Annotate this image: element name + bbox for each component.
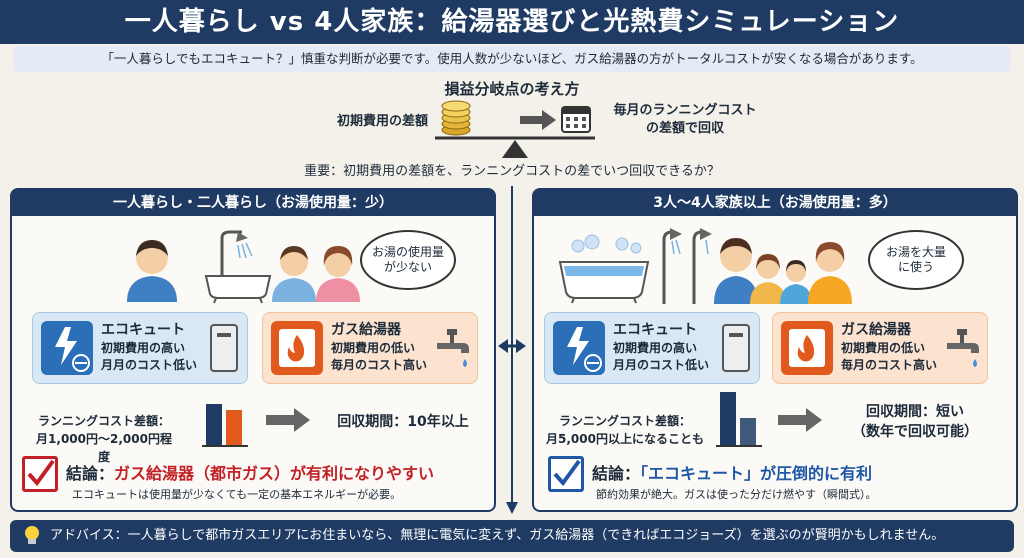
breakeven-title: 損益分岐点の考え方 <box>444 80 580 98</box>
thought-bubble: お湯の使用量が少ない <box>360 230 456 290</box>
monthly-cost-line2: の差額で回収 <box>645 121 724 136</box>
full-bathtub-icon <box>558 234 650 304</box>
panel-header: 3人〜4人家族以上（お湯使用量：多） <box>534 190 1016 216</box>
seesaw-icon <box>435 136 595 158</box>
single-household-panel: 一人暮らし・二人暮らし（お湯使用量：少） お湯の使用量が少ない エコキュート 初… <box>10 188 496 512</box>
center-divider <box>498 186 526 514</box>
cost-bar-chart-icon <box>716 392 762 447</box>
ecocute-desc1: 初期費用の高い <box>101 341 186 355</box>
check-icon <box>22 456 58 492</box>
ecocute-desc1: 初期費用の高い <box>613 341 698 355</box>
bathtub-shower-icon <box>204 230 272 304</box>
ecocute-name: エコキュート <box>101 322 185 338</box>
running-cost-line2: 月5,000円以上になることも <box>546 432 704 446</box>
running-cost-line2: 月1,000円〜2,000円程度 <box>36 432 172 464</box>
ecocute-icon <box>41 321 93 375</box>
couple-icon <box>272 246 360 302</box>
panel-header: 一人暮らし・二人暮らし（お湯使用量：少） <box>12 190 494 216</box>
gas-heater-desc: 初期費用の低い毎月のコスト高い <box>331 340 427 374</box>
calendar-icon <box>561 106 591 133</box>
ecocute-card: エコキュート 初期費用の高い月月のコスト低い <box>544 312 760 384</box>
running-cost-diff: ランニングコスト差額： 月1,000円〜2,000円程度 <box>34 412 174 466</box>
intro-text: 「一人暮らしでもエコキュート？」慎重な判断が必要です。使用人数が少ないほど、ガス… <box>14 46 1010 72</box>
conclusion-value: ガス給湯器（都市ガス）が有利になりやすい <box>114 464 435 483</box>
flame-icon <box>781 321 833 375</box>
gas-heater-desc2: 毎月のコスト高い <box>841 358 938 372</box>
person-icon <box>127 240 177 302</box>
gas-heater-name: ガス給湯器 <box>841 322 911 338</box>
gas-heater-desc2: 毎月のコスト高い <box>331 358 428 372</box>
monthly-cost-diff-label: 毎月のランニングコスト の差額で回収 <box>600 102 770 138</box>
arrow-right-icon <box>266 408 310 432</box>
payback-period: 回収期間：10年以上 <box>337 414 469 430</box>
bubble-line2: に使う <box>897 260 934 274</box>
conclusion-detail: エコキュートは使用量が少なくても一定の基本エネルギーが必要。 <box>72 488 402 501</box>
thought-bubble: お湯を大量に使う <box>868 230 964 290</box>
arrow-right-icon <box>520 110 556 130</box>
conclusion-value: 「エコキュート」が圧倒的に有利 <box>640 464 873 483</box>
conclusion: 結論：ガス給湯器（都市ガス）が有利になりやすい <box>66 460 434 484</box>
bubble-line1: お湯の使用量 <box>371 245 444 259</box>
arrow-right-icon <box>778 408 822 432</box>
advice-bar: アドバイス：一人暮らしで都市ガスエリアにお住まいなら、無理に電気に変えず、ガス給… <box>10 520 1014 552</box>
ecocute-desc: 初期費用の高い月月のコスト低い <box>101 340 197 374</box>
water-heater-unit-icon <box>722 324 750 372</box>
page-title: 一人暮らし vs 4人家族：給湯器選びと光熱費シミュレーション <box>0 0 1024 44</box>
conclusion-label: 結論： <box>592 464 641 483</box>
faucet-icon <box>437 329 469 367</box>
bubble-line1: お湯を大量 <box>885 245 946 259</box>
gas-heater-desc1: 初期費用の低い <box>841 341 926 355</box>
coins-icon <box>441 100 471 136</box>
breakeven-note: 重要：初期費用の差額を、ランニングコストの差でいつ回収できるか？ <box>304 164 720 179</box>
running-cost-line1: ランニングコスト差額： <box>37 414 170 428</box>
family-icon <box>714 238 852 304</box>
ecocute-desc: 初期費用の高い月月のコスト低い <box>613 340 709 374</box>
running-cost-line1: ランニングコスト差額： <box>558 414 691 428</box>
payback-line2: （数年で回収可能） <box>852 424 978 440</box>
conclusion: 結論：「エコキュート」が圧倒的に有利 <box>592 460 872 484</box>
cost-bar-chart-icon <box>202 404 248 447</box>
water-heater-unit-icon <box>210 324 238 372</box>
conclusion-label: 結論： <box>66 464 115 483</box>
ecocute-card: エコキュート 初期費用の高い月月のコスト低い <box>32 312 248 384</box>
initial-cost-diff-label: 初期費用の差額 <box>336 114 428 129</box>
ecocute-desc2: 月月のコスト低い <box>101 358 198 372</box>
lightbulb-icon <box>25 526 39 544</box>
payback-period: 回収期間：短い （数年で回収可能） <box>830 402 1000 442</box>
ecocute-desc2: 月月のコスト低い <box>613 358 710 372</box>
check-icon <box>548 456 584 492</box>
conclusion-detail: 節約効果が絶大。ガスは使った分だけ燃やす（瞬間式）。 <box>596 488 877 501</box>
flame-icon <box>271 321 323 375</box>
advice-text: アドバイス：一人暮らしで都市ガスエリアにお住まいなら、無理に電気に変えず、ガス給… <box>50 528 945 543</box>
monthly-cost-line1: 毎月のランニングコスト <box>613 103 757 118</box>
payback-line1: 回収期間：短い <box>866 404 964 420</box>
gas-heater-name: ガス給湯器 <box>331 322 401 338</box>
gas-heater-card: ガス給湯器 初期費用の低い毎月のコスト高い <box>262 312 478 384</box>
bubble-line2: が少ない <box>383 260 432 274</box>
gas-heater-desc: 初期費用の低い毎月のコスト高い <box>841 340 937 374</box>
running-cost-diff: ランニングコスト差額： 月5,000円以上になることも <box>540 412 710 448</box>
family-household-panel: 3人〜4人家族以上（お湯使用量：多） お湯を大量に使う エコキュート <box>532 188 1018 512</box>
gas-heater-desc1: 初期費用の低い <box>331 341 416 355</box>
gas-heater-card: ガス給湯器 初期費用の低い毎月のコスト高い <box>772 312 988 384</box>
ecocute-name: エコキュート <box>613 322 697 338</box>
faucet-icon <box>947 329 979 367</box>
ecocute-icon <box>553 321 605 375</box>
shower-icon <box>662 228 712 304</box>
